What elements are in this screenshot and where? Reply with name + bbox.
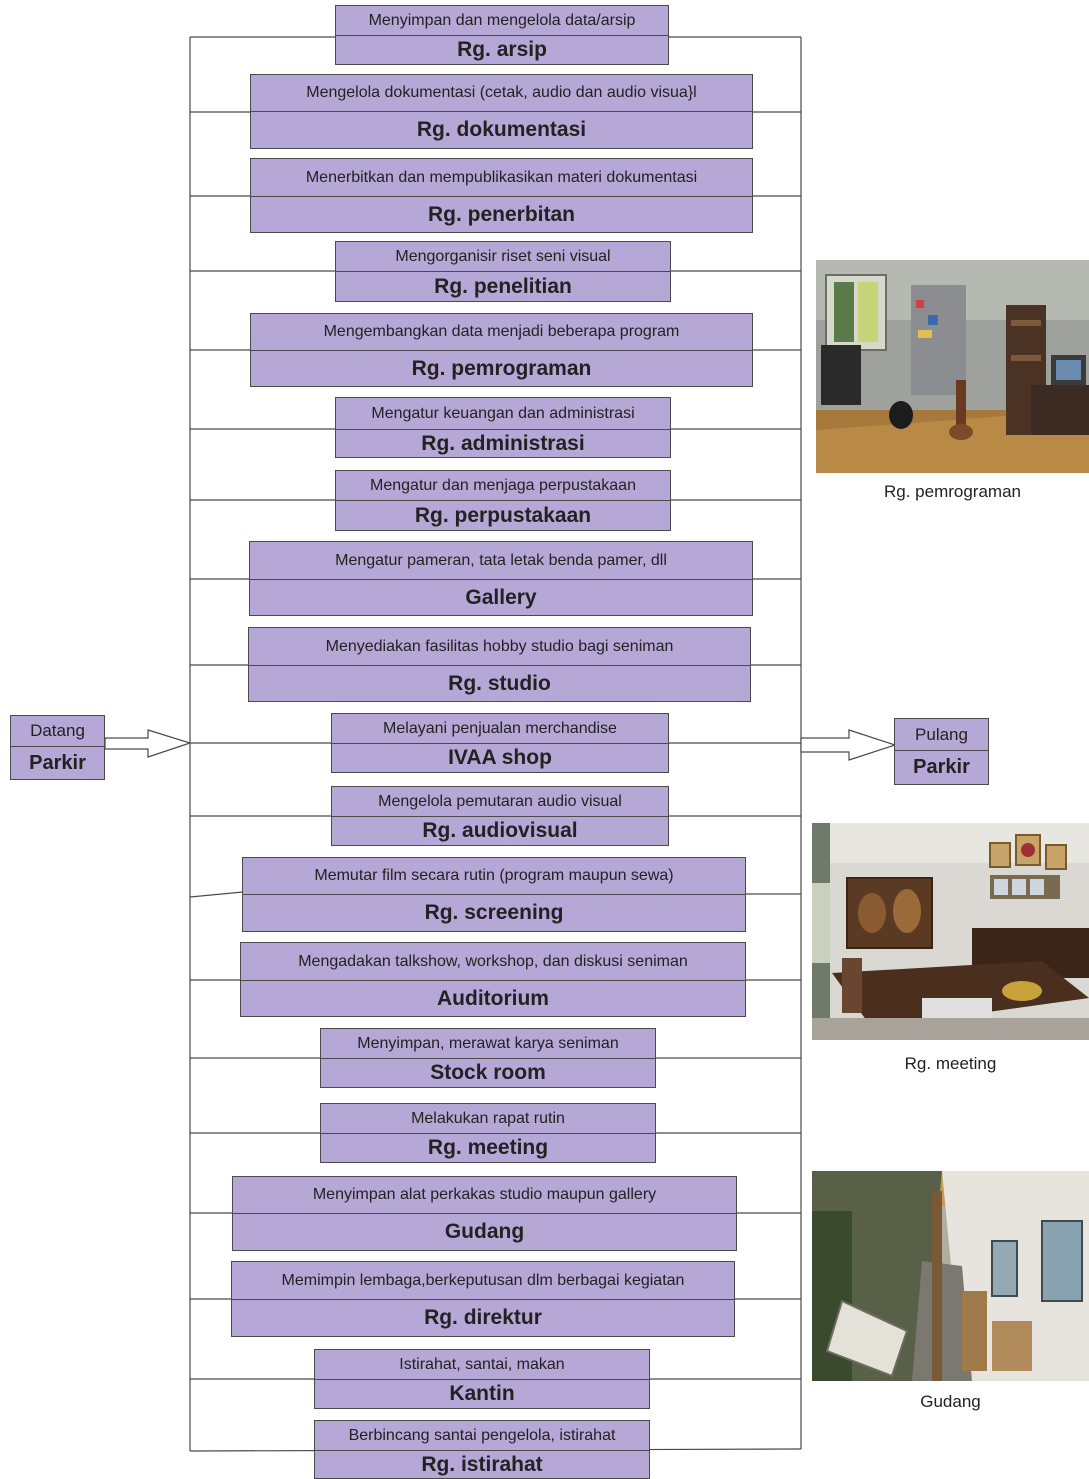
entry-arrow-icon (104, 729, 192, 758)
room-description: Mengatur pameran, tata letak benda pamer… (335, 551, 667, 569)
room-name: Gallery (250, 579, 752, 615)
room-name: Stock room (321, 1058, 655, 1087)
room-name: IVAA shop (332, 743, 668, 772)
photo-rg-pemrograman (816, 260, 1089, 473)
room-box: Menyimpan dan mengelola data/arsip Rg. a… (335, 5, 669, 65)
exit-label: Pulang (915, 724, 968, 744)
room-name: Rg. istirahat (315, 1450, 649, 1478)
room-box: Mengelola pemutaran audio visual Rg. aud… (331, 786, 669, 846)
room-box: Istirahat, santai, makan Kantin (314, 1349, 650, 1409)
room-box: Mengatur pameran, tata letak benda pamer… (249, 541, 753, 616)
room-box: Menyimpan alat perkakas studio maupun ga… (232, 1176, 737, 1251)
room-box: Mengatur dan menjaga perpustakaan Rg. pe… (335, 470, 671, 531)
room-name: Kantin (315, 1379, 649, 1408)
room-box: Melayani penjualan merchandise IVAA shop (331, 713, 669, 773)
room-description: Menerbitkan dan mempublikasikan materi d… (305, 168, 698, 186)
exit-parking-label: Parkir (895, 750, 988, 784)
room-name: Rg. penerbitan (251, 196, 752, 232)
room-name: Rg. perpustakaan (336, 500, 670, 530)
room-name: Rg. meeting (321, 1133, 655, 1162)
room-box: Mengatur keuangan dan administrasi Rg. a… (335, 397, 671, 458)
room-box: Mengelola dokumentasi (cetak, audio dan … (250, 74, 753, 149)
entry-parking-label: Parkir (11, 746, 104, 779)
room-description: Memimpin lembaga,berkeputusan dlm berbag… (281, 1271, 685, 1289)
room-description: Mengatur dan menjaga perpustakaan (370, 476, 636, 494)
entry-parking-box: Datang Parkir (10, 715, 105, 780)
room-description: Berbincang santai pengelola, istirahat (348, 1426, 616, 1444)
room-box: Melakukan rapat rutin Rg. meeting (320, 1103, 656, 1163)
room-box: Memutar film secara rutin (program maupu… (242, 857, 746, 932)
exit-arrow-icon (800, 729, 897, 761)
room-description: Mengembangkan data menjadi beberapa prog… (323, 323, 680, 340)
room-box: Mengembangkan data menjadi beberapa prog… (250, 313, 753, 387)
room-name: Gudang (233, 1213, 736, 1250)
room-name: Rg. audiovisual (332, 816, 668, 845)
room-box: Berbincang santai pengelola, istirahat R… (314, 1420, 650, 1479)
room-description: Melayani penjualan merchandise (383, 719, 617, 737)
room-box: Menyimpan, merawat karya seniman Stock r… (320, 1028, 656, 1088)
photo-caption: Gudang (920, 1392, 981, 1411)
room-box: Menerbitkan dan mempublikasikan materi d… (250, 158, 753, 233)
photo-rg-meeting (812, 823, 1089, 1040)
room-name: Rg. studio (249, 665, 750, 701)
room-description: Menyimpan dan mengelola data/arsip (368, 11, 636, 29)
room-description: Mengatur keuangan dan administrasi (371, 404, 635, 422)
exit-parking-box: Pulang Parkir (894, 718, 989, 785)
room-box: Memimpin lembaga,berkeputusan dlm berbag… (231, 1261, 735, 1337)
room-box: Mengorganisir riset seni visual Rg. pene… (335, 241, 671, 302)
room-name: Rg. administrasi (336, 429, 670, 457)
room-description: Mengelola pemutaran audio visual (378, 792, 622, 810)
room-name: Rg. arsip (336, 35, 668, 64)
photo-caption: Rg. pemrograman (883, 482, 1021, 501)
photo-gudang (812, 1171, 1089, 1381)
room-description: Memutar film secara rutin (program maupu… (314, 867, 674, 884)
room-name: Rg. penelitian (336, 271, 670, 301)
room-description: Mengadakan talkshow, workshop, dan disku… (298, 952, 688, 970)
room-name: Rg. direktur (232, 1299, 734, 1336)
room-name: Rg. pemrograman (251, 350, 752, 386)
room-description: Menyimpan alat perkakas studio maupun ga… (312, 1186, 657, 1203)
connector-screening-left (189, 891, 244, 898)
entry-label: Datang (30, 721, 85, 740)
room-name: Auditorium (241, 980, 745, 1016)
room-name: Rg. dokumentasi (251, 111, 752, 148)
room-name: Rg. screening (243, 894, 745, 931)
room-description: Mengelola dokumentasi (cetak, audio dan … (306, 84, 697, 101)
photo-caption: Rg. meeting (904, 1054, 997, 1073)
room-description: Menyimpan, merawat karya seniman (357, 1034, 619, 1052)
room-description: Mengorganisir riset seni visual (395, 247, 611, 265)
room-description: Istirahat, santai, makan (399, 1355, 565, 1373)
room-box: Mengadakan talkshow, workshop, dan disku… (240, 942, 746, 1017)
room-description: Melakukan rapat rutin (411, 1109, 565, 1127)
room-box: Menyediakan fasilitas hobby studio bagi … (248, 627, 751, 702)
room-description: Menyediakan fasilitas hobby studio bagi … (325, 637, 674, 655)
